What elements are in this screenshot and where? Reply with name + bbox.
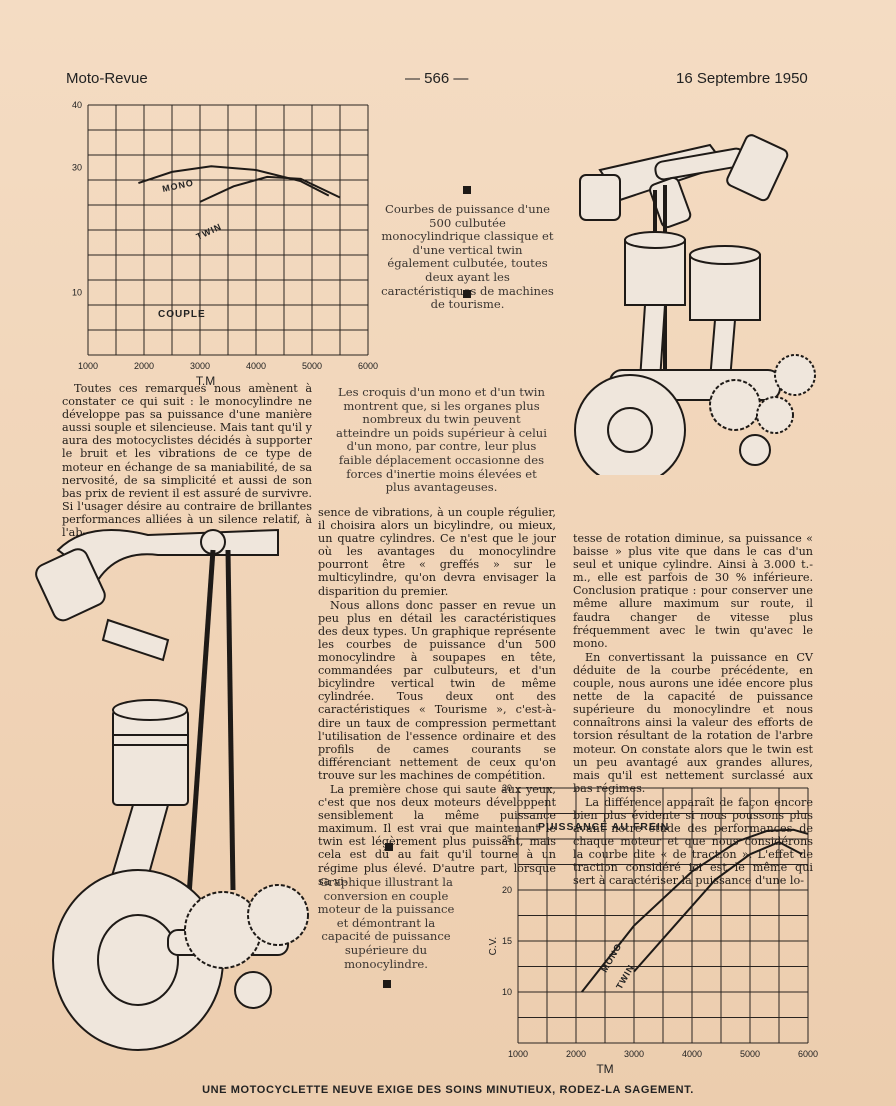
x-tick-label: 3000	[624, 1049, 644, 1059]
y-tick-label: 25	[502, 834, 512, 844]
article-paragraph: sence de vibrations, à un couple régulie…	[318, 506, 556, 598]
x-tick-label: 5000	[302, 361, 322, 371]
article-paragraph: tesse de rotation diminue, sa puissance …	[573, 532, 813, 650]
caption-marker	[463, 290, 471, 298]
x-tick-label: 4000	[246, 361, 266, 371]
chart1-caption: Courbes de puissance d'une 500 culbutée …	[381, 202, 554, 312]
y-tick-label: 40	[72, 100, 82, 110]
caption-marker	[383, 980, 391, 988]
article-column-3: tesse de rotation diminue, sa puissance …	[573, 532, 813, 889]
x-tick-label: 1000	[78, 361, 98, 371]
series-label-mono: MONO	[599, 941, 624, 974]
x-tick-label: 2000	[134, 361, 154, 371]
x-tick-label: 6000	[798, 1049, 818, 1059]
y-tick-label: 30	[502, 783, 512, 793]
series-label-twin: TWIN	[195, 221, 224, 241]
article-paragraph: Toutes ces remarques nous amènent à cons…	[62, 382, 312, 540]
chart-annotation: COUPLE	[158, 309, 206, 320]
y-tick-label: 20	[502, 885, 512, 895]
series-line-mono	[581, 828, 809, 993]
y-tick-label: 30	[72, 163, 82, 173]
sketches-caption: Les croquis d'un mono et d'un twin montr…	[336, 385, 547, 495]
caption-marker	[385, 843, 393, 851]
twin-engine-illustration	[574, 134, 816, 475]
article-column-1: Toutes ces remarques nous amènent à cons…	[62, 382, 312, 540]
y-axis-label: C.V.	[488, 937, 499, 956]
x-axis-label: TM	[596, 1062, 613, 1076]
series-line-mono	[138, 165, 330, 197]
footer-slogan: UNE MOTOCYCLETTE NEUVE EXIGE DES SOINS M…	[202, 1084, 694, 1096]
chart-title: PUISSANCE AU FREIN	[538, 821, 669, 833]
series-line-twin	[633, 840, 803, 973]
series-line-twin	[199, 175, 341, 203]
x-tick-label: 1000	[508, 1049, 528, 1059]
header-publication: Moto-Revue	[66, 70, 148, 87]
y-tick-label: 15	[502, 936, 512, 946]
x-axis-label: T.M	[196, 374, 215, 385]
header-page-number: — 566 —	[405, 70, 469, 87]
x-tick-label: 4000	[682, 1049, 702, 1059]
article-column-2: sence de vibrations, à un couple régulie…	[318, 506, 556, 889]
caption-marker	[463, 186, 471, 194]
x-tick-label: 5000	[740, 1049, 760, 1059]
x-tick-label: 6000	[358, 361, 378, 371]
article-paragraph: La différence apparaît de façon encore b…	[573, 795, 813, 888]
article-paragraph: Nous allons donc passer en revue un peu …	[318, 598, 556, 782]
x-tick-label: 3000	[190, 361, 210, 371]
y-tick-label: 10	[502, 987, 512, 997]
article-paragraph: La première chose qui saute aux yeux, c'…	[318, 782, 556, 888]
x-tick-label: 2000	[566, 1049, 586, 1059]
y-tick-label: 10	[72, 288, 82, 298]
header-date: 16 Septembre 1950	[676, 70, 808, 87]
article-paragraph: En convertissant la puissance en CV dédu…	[573, 650, 813, 795]
chart2-caption: Graphique illustrant la conversion en co…	[317, 875, 455, 971]
mono-engine-illustration	[35, 528, 309, 1051]
